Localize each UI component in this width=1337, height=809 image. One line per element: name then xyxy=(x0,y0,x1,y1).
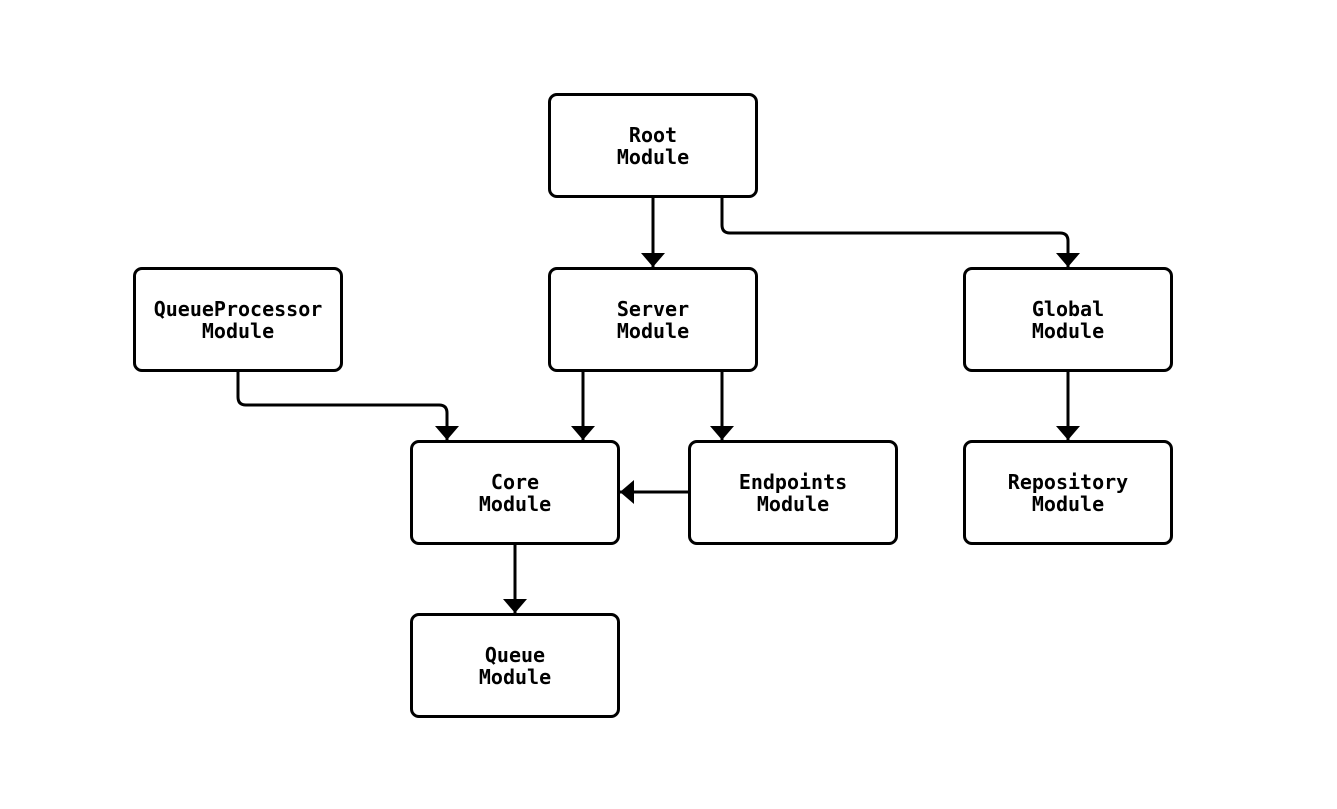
node-server: Server Module xyxy=(548,267,758,372)
edge-queueprocessor-core xyxy=(236,372,459,440)
node-global: Global Module xyxy=(963,267,1173,372)
node-core: Core Module xyxy=(410,440,620,545)
node-queue: Queue Module xyxy=(410,613,620,718)
node-label: Repository Module xyxy=(1007,469,1129,516)
node-label: Queue Module xyxy=(478,642,552,689)
node-label: Global Module xyxy=(1031,296,1105,343)
node-endpoints: Endpoints Module xyxy=(688,440,898,545)
node-label: Core Module xyxy=(478,469,552,516)
node-root: Root Module xyxy=(548,93,758,198)
node-queueprocessor: QueueProcessor Module xyxy=(133,267,343,372)
node-label: Root Module xyxy=(616,122,690,169)
node-label: Server Module xyxy=(616,296,690,343)
node-label: QueueProcessor Module xyxy=(153,296,323,343)
node-label: Endpoints Module xyxy=(738,469,848,516)
node-repository: Repository Module xyxy=(963,440,1173,545)
edge-root-global xyxy=(720,198,1080,267)
